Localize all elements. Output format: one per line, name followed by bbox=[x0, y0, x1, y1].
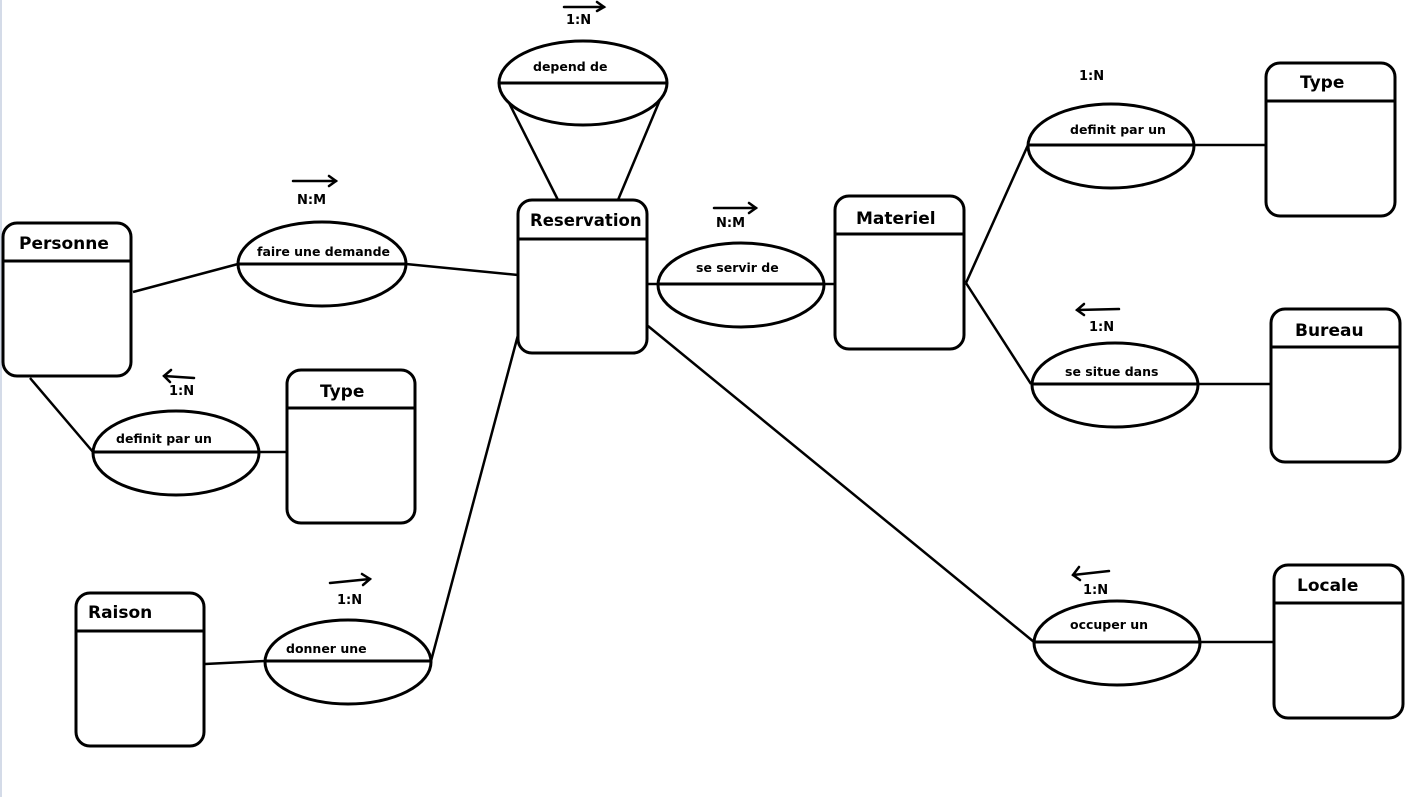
connector-materiel-definit-par-un bbox=[964, 144, 1030, 284]
arrowhead-icon bbox=[1074, 302, 1086, 317]
connector-materiel-se-situe-dans bbox=[964, 282, 1033, 385]
relationship-occuper-un[interactable]: occuper un 1:N bbox=[1032, 565, 1202, 687]
connector-faire-une-demande-reservation bbox=[405, 262, 519, 277]
entity-raison[interactable]: Raison bbox=[74, 591, 206, 748]
entity-title: Personne bbox=[19, 234, 109, 254]
cardinality-label: 1:N bbox=[1079, 69, 1104, 84]
arrowhead-icon bbox=[595, 0, 607, 13]
relationship-label: occuper un bbox=[1070, 617, 1148, 632]
entity-materiel[interactable]: Materiel bbox=[833, 194, 966, 351]
cardinality-label: 1:N bbox=[566, 13, 591, 28]
window-left-edge bbox=[0, 0, 2, 797]
connector-raison-donner-une bbox=[204, 659, 266, 666]
entity-title: Raison bbox=[88, 603, 152, 623]
entity-title: Type bbox=[320, 382, 364, 402]
entity-title: Bureau bbox=[1295, 321, 1364, 341]
entity-title: Reservation bbox=[530, 211, 642, 230]
relationship-se-servir-de[interactable]: se servir de N:M bbox=[656, 201, 826, 329]
relationship-label: faire une demande bbox=[257, 244, 390, 259]
connector-personne-faire-une-demande bbox=[132, 262, 239, 294]
arrow-right-icon bbox=[328, 577, 372, 585]
arrow-left-icon bbox=[162, 374, 196, 380]
connector-reservation-occuper-un bbox=[647, 325, 1035, 643]
cardinality-label: 1:N bbox=[337, 593, 362, 608]
cardinality-label: 1:N bbox=[1089, 320, 1114, 335]
relationship-label: definit par un bbox=[116, 431, 212, 446]
relationship-label: definit par un bbox=[1070, 122, 1166, 137]
relationship-label: se situe dans bbox=[1065, 364, 1158, 379]
relationship-definit-par-un-left[interactable]: definit par un 1:N bbox=[91, 368, 261, 497]
relationship-depend-de[interactable]: depend de 1:N bbox=[497, 0, 669, 127]
arrowhead-icon bbox=[327, 174, 339, 188]
relationship-definit-par-un-right[interactable]: definit par un 1:N bbox=[1026, 69, 1196, 190]
entity-title: Locale bbox=[1297, 576, 1358, 596]
arrowhead-icon bbox=[747, 201, 759, 215]
entity-type-right[interactable]: Type bbox=[1264, 61, 1397, 218]
arrowhead-icon bbox=[162, 368, 173, 384]
relationship-faire-une-demande[interactable]: faire une demande N:M bbox=[236, 174, 408, 308]
entity-bureau[interactable]: Bureau bbox=[1269, 307, 1402, 464]
arrow-left-icon bbox=[1071, 569, 1111, 577]
entity-locale[interactable]: Locale bbox=[1272, 563, 1405, 720]
arrow-left-icon bbox=[1075, 307, 1121, 312]
relationship-donner-une[interactable]: donner une 1:N bbox=[263, 572, 433, 706]
relationship-se-situe-dans[interactable]: se situe dans 1:N bbox=[1030, 302, 1200, 429]
cardinality-label: N:M bbox=[297, 193, 326, 208]
arrowhead-icon bbox=[1071, 565, 1082, 582]
connector-donner-une-reservation bbox=[429, 334, 520, 662]
connectors bbox=[29, 82, 1274, 666]
entity-type-left[interactable]: Type bbox=[285, 368, 417, 525]
entity-title: Type bbox=[1300, 73, 1344, 93]
relationship-label: donner une bbox=[286, 641, 367, 656]
entity-personne[interactable]: Personne bbox=[1, 221, 133, 378]
connector-personne-definit-par-un bbox=[29, 377, 94, 453]
cardinality-label: 1:N bbox=[169, 384, 194, 399]
entity-title: Materiel bbox=[856, 209, 936, 229]
cardinality-label: 1:N bbox=[1083, 583, 1108, 598]
relationship-label: se servir de bbox=[696, 260, 779, 275]
arrowhead-icon bbox=[360, 572, 373, 587]
relationship-label: depend de bbox=[533, 59, 607, 74]
entity-reservation[interactable]: Reservation bbox=[516, 198, 649, 355]
cardinality-label: N:M bbox=[716, 216, 745, 231]
